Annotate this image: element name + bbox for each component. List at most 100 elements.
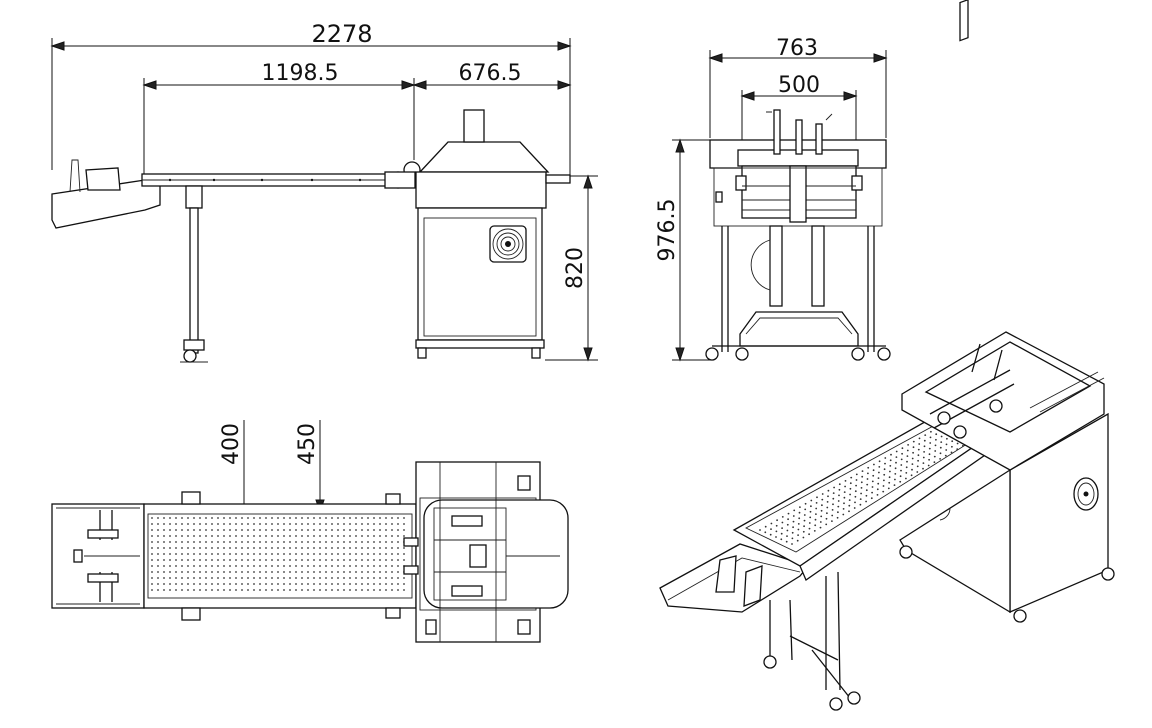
perforation-dot [283, 517, 285, 519]
perforation-dot [865, 489, 868, 492]
perforation-dot [211, 559, 213, 561]
perforation-dot [922, 462, 925, 464]
perforation-dot [379, 571, 381, 573]
perforation-dot [289, 589, 291, 591]
perforation-dot [265, 559, 267, 561]
perforation-dot [361, 541, 363, 543]
perforation-dot [923, 451, 925, 453]
perforation-dot [361, 553, 363, 555]
perforation-dot [283, 565, 285, 567]
perforation-dot [157, 577, 159, 579]
perforation-dot [813, 530, 816, 532]
perforation-dot [883, 479, 885, 482]
perforation-dot [283, 559, 285, 561]
dimension-conveyor-length: 1198.5 [142, 61, 416, 178]
perforation-dot [193, 535, 195, 537]
perforation-dot [307, 583, 309, 585]
perforation-dot [385, 523, 387, 525]
perforation-dot [325, 541, 327, 543]
perforation-dot [289, 577, 291, 579]
perforation-dot [319, 517, 321, 519]
perforation-dot [792, 526, 794, 529]
perforation-dot [193, 589, 195, 591]
perforation-dot [379, 553, 381, 555]
perforation-dot [373, 529, 375, 531]
perforation-dot [907, 444, 909, 446]
perforation-dot [325, 517, 327, 519]
perforation-dot [289, 541, 291, 543]
perforation-dot [391, 571, 393, 573]
perforation-dot [151, 583, 153, 585]
perforation-dot [837, 511, 839, 514]
perforation-dot [337, 577, 339, 579]
perforation-dot [331, 517, 333, 519]
perforation-dot [277, 559, 279, 561]
perforation-dot [391, 535, 393, 537]
perforation-dot [385, 553, 387, 555]
perforation-dot [397, 535, 399, 537]
perforation-dot [325, 535, 327, 537]
perforation-dot [235, 559, 237, 561]
perforation-dot [403, 517, 405, 519]
perforation-dot [355, 589, 357, 591]
perforation-dot [871, 486, 874, 488]
perforation-dot [265, 541, 267, 543]
perforation-dot [391, 577, 393, 579]
perforation-dot [373, 583, 375, 585]
perforation-dot [826, 506, 829, 509]
perforation-dot [319, 553, 321, 555]
perforation-dot [944, 454, 947, 457]
perforation-dot [313, 535, 315, 537]
dimension-label-belt-inner: 400 [219, 423, 244, 465]
perforation-dot [820, 515, 823, 518]
perforation-dot [289, 583, 291, 585]
perforation-dot [259, 547, 261, 549]
perforation-dot [295, 517, 297, 519]
perforation-dot [307, 559, 309, 561]
perforation-dot [918, 437, 921, 440]
perforation-dot [199, 577, 201, 579]
perforation-dot [229, 517, 231, 519]
perforation-dot [163, 529, 165, 531]
perforation-dot [157, 529, 159, 531]
perforation-dot [373, 577, 375, 579]
perforation-dot [785, 540, 788, 543]
perforation-dot [181, 541, 183, 543]
perforation-dot [301, 535, 303, 537]
perforation-dot [301, 565, 303, 567]
perforation-dot [385, 571, 387, 573]
perforation-dot [792, 520, 795, 523]
perforation-dot [193, 577, 195, 579]
perforation-dot [205, 547, 207, 549]
perforation-dot [301, 553, 303, 555]
perforation-dot [151, 559, 153, 561]
perforation-dot [906, 460, 908, 463]
perforation-dot [187, 589, 189, 591]
perforation-dot [325, 583, 327, 585]
perforation-dot [850, 476, 853, 479]
perforation-dot [403, 559, 405, 561]
perforation-dot [331, 559, 333, 561]
perforation-dot [181, 571, 183, 573]
perforation-dot [894, 467, 897, 470]
perforation-dot [826, 501, 829, 503]
belt-perforations [151, 517, 405, 591]
perforation-dot [259, 529, 261, 531]
perforation-dot [295, 529, 297, 531]
perforation-dot [223, 589, 225, 591]
perforation-dot [241, 589, 243, 591]
perforation-dot [313, 541, 315, 543]
perforation-dot [307, 553, 309, 555]
perforation-dot [871, 491, 873, 494]
perforation-dot [181, 547, 183, 549]
perforation-dot [837, 505, 840, 508]
perforation-dot [253, 517, 255, 519]
perforation-dot [355, 529, 357, 531]
perforation-dot [815, 513, 817, 515]
perforation-dot [169, 577, 171, 579]
perforation-dot [385, 529, 387, 531]
perforation-dot [373, 565, 375, 567]
perforation-dot [361, 559, 363, 561]
perforation-dot [791, 531, 794, 534]
perforation-dot [361, 517, 363, 519]
